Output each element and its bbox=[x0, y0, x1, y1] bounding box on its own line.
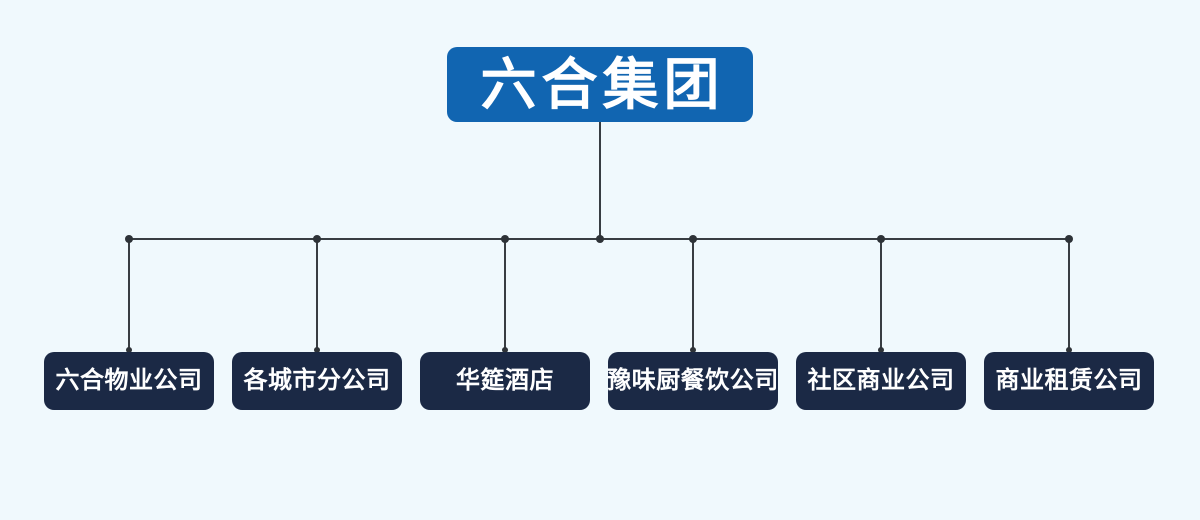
junction-dot bbox=[313, 235, 321, 243]
junction-dot bbox=[125, 235, 133, 243]
junction-dot bbox=[877, 235, 885, 243]
child-node-label: 华筵酒店 bbox=[456, 367, 554, 394]
child-node-label: 商业租赁公司 bbox=[995, 367, 1143, 394]
child-node-label: 各城市分公司 bbox=[243, 367, 391, 394]
org-node-child-5[interactable]: 社区商业公司 bbox=[796, 352, 966, 410]
junction-dot bbox=[689, 235, 697, 243]
org-node-child-6[interactable]: 商业租赁公司 bbox=[984, 352, 1154, 410]
root-node-label: 六合集团 bbox=[480, 52, 725, 116]
child-node-label: 豫味厨餐饮公司 bbox=[607, 367, 779, 394]
org-node-child-2[interactable]: 各城市分公司 bbox=[232, 352, 402, 410]
junction-dot bbox=[596, 235, 604, 243]
child-node-label: 六合物业公司 bbox=[55, 367, 203, 394]
org-node-root[interactable]: 六合集团 bbox=[447, 47, 753, 122]
junction-dot bbox=[1065, 235, 1073, 243]
org-node-child-3[interactable]: 华筵酒店 bbox=[420, 352, 590, 410]
org-node-child-4[interactable]: 豫味厨餐饮公司 bbox=[607, 352, 779, 410]
org-node-child-1[interactable]: 六合物业公司 bbox=[44, 352, 214, 410]
child-node-label: 社区商业公司 bbox=[807, 367, 955, 394]
junction-dot bbox=[501, 235, 509, 243]
